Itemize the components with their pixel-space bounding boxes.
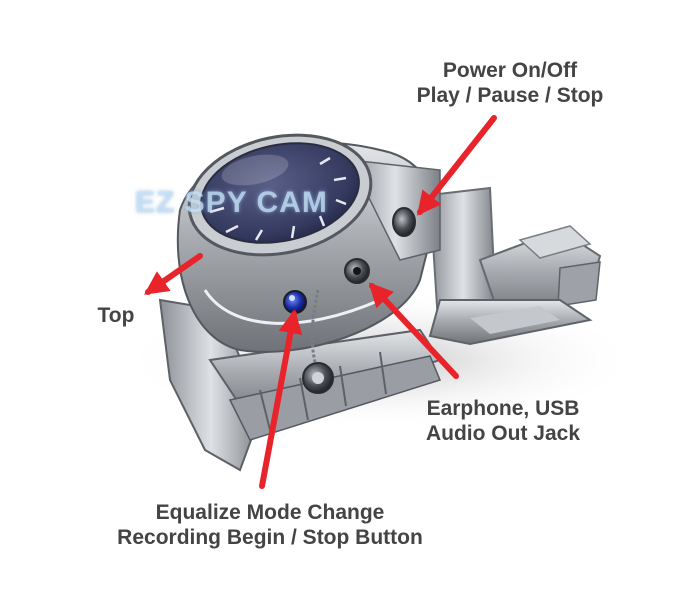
callout-equalize-line1: Equalize Mode Change bbox=[155, 501, 385, 524]
callout-power-line1: Power On/Off bbox=[442, 59, 578, 82]
watermark-logo: EZ SPY CAM bbox=[135, 186, 328, 219]
power-button bbox=[392, 207, 416, 237]
usb-cap bbox=[302, 289, 334, 394]
callout-power: Power On/Off Play / Pause / Stop bbox=[400, 58, 620, 108]
callout-top-text: Top bbox=[97, 304, 135, 327]
callout-equalize-line2: Recording Begin / Stop Button bbox=[117, 526, 423, 549]
bracelet-right bbox=[428, 186, 602, 346]
earphone-jack bbox=[344, 258, 370, 284]
camera-lens bbox=[283, 290, 307, 314]
callout-earphone: Earphone, USB Audio Out Jack bbox=[408, 396, 598, 446]
arrow-icon bbox=[144, 115, 497, 489]
callout-power-line2: Play / Pause / Stop bbox=[416, 84, 604, 107]
callout-equalize: Equalize Mode Change Recording Begin / S… bbox=[90, 500, 450, 550]
watch-dial bbox=[187, 133, 373, 257]
callout-earphone-line2: Audio Out Jack bbox=[425, 422, 581, 445]
callout-top: Top bbox=[86, 303, 146, 328]
callout-earphone-line1: Earphone, USB bbox=[426, 397, 580, 420]
